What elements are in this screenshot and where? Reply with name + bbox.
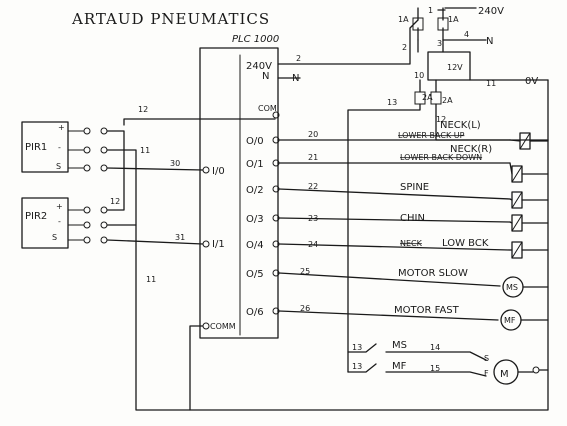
wire-22-label: 22 (308, 182, 318, 191)
relay-ms-coil-label: MS (506, 283, 518, 292)
relay-ms-label: MS (392, 340, 407, 351)
output-neck-left: NECK(L) (440, 120, 481, 131)
relay-ms-wire-in: 13 (352, 343, 362, 352)
wire-13-label: 13 (387, 98, 397, 107)
output-chin: CHIN (400, 213, 425, 224)
zero-volt-label: 0V (525, 76, 538, 87)
pir1-pin-plus: + (58, 123, 65, 132)
wire-21-label: 21 (308, 153, 318, 162)
fuse-1a-right: 1A (448, 15, 459, 24)
plc-input-i0: I/0 (212, 166, 225, 177)
pir1-sensor: PIR1 + - S (21, 121, 69, 173)
relay-mf-wire-in: 13 (352, 362, 362, 371)
sensor-wiring: 12 11 30 31 12 11 (106, 105, 549, 411)
wire-12c-label: 12 (436, 115, 446, 124)
output-struck-0: LOWER BACK UP (398, 131, 465, 140)
wire-31-label: 31 (175, 233, 185, 242)
relay-mf-label: MF (392, 361, 407, 372)
wire-2-label: 2 (402, 43, 407, 52)
output-neck-right: NECK(R) (450, 144, 492, 155)
wire-24-label: 24 (308, 240, 318, 249)
terminal-com-bottom (202, 322, 210, 330)
wire-2b-label: 2 (296, 54, 301, 63)
wire-11b-label: 11 (146, 275, 156, 284)
sensor-terminals (67, 127, 108, 244)
pir2-pin-plus: + (56, 202, 63, 211)
fuse-2a-left: 2A (422, 93, 433, 102)
psu-12v (427, 51, 471, 81)
neutral-n-top: N (486, 36, 493, 47)
output-low-back: LOW BCK (442, 238, 489, 249)
plc-term-n: N (262, 71, 269, 82)
wire-30-label: 30 (170, 159, 180, 168)
diagram-title: ARTAUD PNEUMATICS (71, 10, 270, 28)
plc-term-240v: 240V (246, 61, 272, 72)
relay-mf-wire-out: 15 (430, 364, 440, 373)
relay-ms-wire-out: 14 (430, 343, 440, 352)
output-motor-fast: MOTOR FAST (394, 305, 460, 316)
plc-term-o0: O/0 (246, 136, 264, 147)
plc-input-i1: I/1 (212, 239, 225, 250)
pir2-sensor: PIR2 + - S (21, 197, 69, 249)
fuse-1a-left: 1A (398, 15, 409, 24)
wire-12b-label: 12 (110, 197, 120, 206)
pir2-label: PIR2 (25, 211, 47, 222)
plc-label: PLC 1000 (232, 34, 279, 45)
plc-term-o3: O/3 (246, 214, 264, 225)
plc-unit: PLC 1000 240V N COM O/0 O/1 O/2 O/3 O/4 … (199, 34, 280, 339)
motor-label: M (500, 369, 509, 380)
output-motor-slow: MOTOR SLOW (398, 268, 468, 279)
plc-term-o5: O/5 (246, 269, 264, 280)
wire-20-label: 20 (308, 130, 318, 139)
pir2-pin-minus: - (58, 217, 61, 226)
wire-25-label: 25 (300, 267, 310, 276)
plc-com-bottom: COMM (210, 322, 236, 331)
wire-11c-label: 11 (486, 79, 496, 88)
wire-23-label: 23 (308, 214, 318, 223)
neutral-label: N (292, 73, 299, 84)
terminal-com (272, 111, 280, 119)
solenoid-coils (509, 132, 549, 259)
wire-4-label: 4 (464, 30, 469, 39)
pir1-pin-minus: - (58, 143, 61, 152)
motor-term-f: F (484, 369, 489, 378)
output-struck-4: NECK (400, 239, 423, 248)
wire-12-label: 12 (138, 105, 148, 114)
wire-10-label: 10 (414, 71, 424, 80)
relay-mf-coil-label: MF (504, 316, 516, 325)
plc-term-o1: O/1 (246, 159, 264, 170)
pir1-pin-s: S (56, 162, 61, 171)
wire-11-label: 11 (140, 146, 150, 155)
wire-26-label: 26 (300, 304, 310, 313)
motor-section: 13 MS 14 13 MF 15 M S F (347, 340, 549, 385)
output-spine: SPINE (400, 182, 429, 193)
terminal-i0 (202, 166, 210, 174)
relay-coils: MS MF (500, 276, 549, 331)
plc-term-o2: O/2 (246, 185, 264, 196)
wire-3-label: 3 (437, 39, 442, 48)
motor-term-s: S (484, 354, 489, 363)
psu-label: 12V (447, 63, 463, 72)
fuse-2a-right: 2A (442, 96, 453, 105)
terminal-i1 (202, 240, 210, 248)
supply-240v-label: 240V (478, 6, 504, 17)
wire-1-label: 1 (428, 6, 433, 15)
plc-term-com: COM (258, 104, 277, 113)
pir1-box (21, 121, 69, 173)
plc-body (199, 47, 279, 339)
pir2-box (21, 197, 69, 249)
plc-term-o6: O/6 (246, 307, 264, 318)
pir1-label: PIR1 (25, 142, 47, 153)
pir2-pin-s: S (52, 233, 57, 242)
output-struck-1: LOWER BACK DOWN (400, 153, 482, 162)
output-lines: 20 21 22 23 24 25 26 NECK(L) LOWER BACK … (278, 120, 511, 321)
plc-term-o4: O/4 (246, 240, 264, 251)
